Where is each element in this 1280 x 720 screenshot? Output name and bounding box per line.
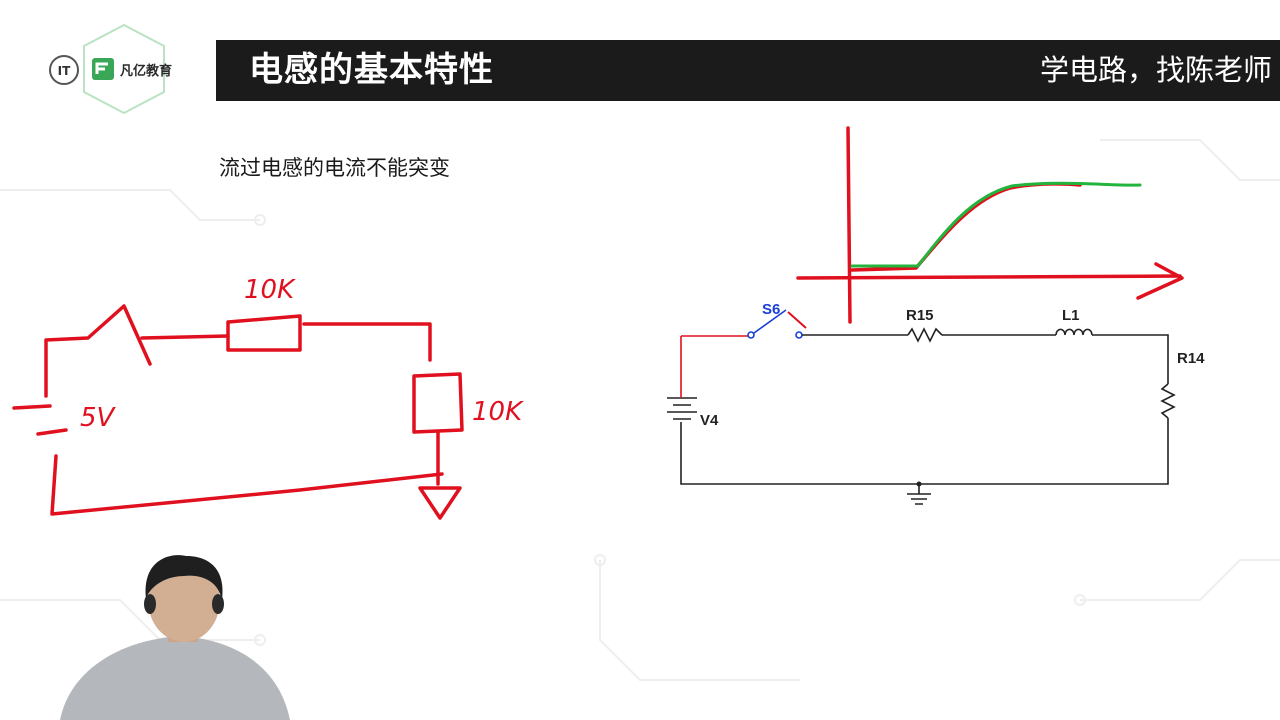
sketch-wire-bottom: [50, 454, 444, 516]
sketch-resistor-top-label: 10K: [244, 275, 296, 305]
wire-r14-down: [680, 418, 1169, 485]
switch-blade-tip: [787, 311, 807, 329]
sketch-wire-top-right: [302, 322, 432, 362]
plot-axis-horizontal: [796, 274, 1182, 280]
presenter-figure: [60, 555, 290, 720]
resistor-r14-label: R14: [1177, 350, 1205, 367]
schematic-circuit: [667, 309, 1176, 505]
company-logo: IT 凡亿教育: [49, 23, 172, 114]
sketch-battery-short-plate: [36, 428, 68, 436]
sketch-resistor-top: [226, 314, 302, 352]
switch-terminal-left: [747, 331, 755, 339]
resistor-r15-symbol: [907, 327, 943, 343]
plot-axis-arrowhead: [1136, 262, 1184, 300]
resistor-r14-symbol: [1160, 383, 1176, 419]
slide-caption: 流过电感的电流不能突变: [219, 156, 450, 180]
switch-blade: [753, 309, 787, 334]
sketch-ground-arrow: [418, 486, 462, 520]
ground-symbol: [907, 484, 931, 505]
plot-axis-vertical: [846, 126, 852, 324]
switch-label: S6: [762, 301, 780, 318]
sketch-wire-to-resistor: [140, 334, 230, 340]
hand-drawn-circuit: [12, 304, 464, 520]
sketch-battery-long-plate: [12, 404, 52, 410]
slide-title: 电感的基本特性: [249, 50, 494, 90]
resistor-r15-label: R15: [906, 307, 934, 324]
battery-v4-symbol: [667, 397, 697, 420]
current-curve-plot: [796, 126, 1184, 324]
source-v4-label: V4: [700, 412, 719, 429]
title-bar: 电感的基本特性 学电路，找陈老师: [216, 40, 1280, 101]
sketch-wire-left-top: [44, 304, 152, 398]
svg-text:凡亿教育: 凡亿教育: [120, 63, 172, 79]
current-curve-green: [850, 181, 1142, 268]
wire-l1-to-r14: [1092, 334, 1169, 384]
sketch-source-label: 5V: [80, 403, 117, 433]
it-badge-icon: [49, 55, 79, 85]
sketch-resistor-right: [412, 372, 464, 434]
inductor-l1-symbol: [1055, 328, 1093, 336]
inductor-l1-label: L1: [1062, 307, 1080, 324]
svg-text:IT: IT: [58, 64, 71, 78]
sketch-resistor-right-label: 10K: [472, 397, 524, 427]
slogan-text: 学电路，找陈老师: [1039, 53, 1272, 87]
